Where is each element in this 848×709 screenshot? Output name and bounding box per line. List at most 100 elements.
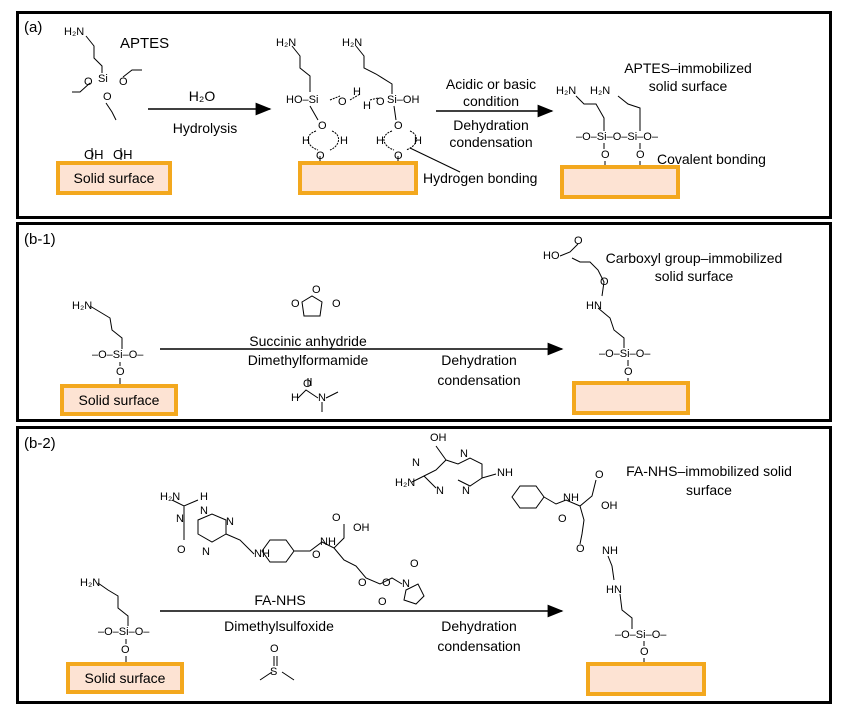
bridge-o1: O bbox=[338, 96, 347, 108]
dmso-o: O bbox=[270, 643, 279, 655]
product-a-title-2: solid surface bbox=[648, 78, 728, 94]
dmf-n: N bbox=[318, 392, 326, 404]
surface-a2-bonds bbox=[319, 156, 399, 161]
b2-arrow-bottom-1: Dehydration bbox=[441, 618, 517, 634]
fa-prod-n2: N bbox=[460, 448, 468, 460]
surface-oh-2: OH bbox=[113, 147, 133, 162]
b2-chain: –O–Si–O– bbox=[98, 626, 150, 638]
arrow2-bottom-2: condensation bbox=[449, 134, 533, 150]
anhydride-o3: O bbox=[312, 284, 321, 296]
arrow2-top-1: Acidic or basic bbox=[445, 76, 537, 92]
b1-arrow-bottom-2: condensation bbox=[437, 372, 521, 388]
fa-nhs-o-succ1: O bbox=[410, 558, 419, 570]
hydrolyzed-hosi: HO–Si bbox=[286, 94, 319, 106]
solid-surface-b2-start: Solid surface bbox=[66, 662, 184, 694]
fa-nhs-n1: N bbox=[176, 513, 184, 525]
b1-nh2: H₂N bbox=[72, 300, 93, 312]
fa-nhs-nh-amide: NH bbox=[320, 536, 336, 548]
product-a-nh2-1: H₂N bbox=[556, 85, 577, 97]
fa-nhs-benzene bbox=[261, 539, 295, 563]
hydrolyzed-nh2-left: H₂N bbox=[276, 37, 297, 49]
aptes-si: Si bbox=[98, 73, 108, 85]
hydrolyzed-bonds bbox=[291, 45, 397, 121]
arrow2-top-2: condition bbox=[462, 93, 520, 109]
b1-reagent2: Dimethylformamide bbox=[247, 352, 369, 368]
fa-nhs-linker bbox=[225, 533, 255, 555]
hydrogen-bond-rings bbox=[307, 93, 417, 151]
hydrogen-bonding-pointer bbox=[409, 147, 461, 173]
lower-o-left: O bbox=[318, 120, 327, 132]
fa-prod-benzene bbox=[511, 485, 545, 509]
product-a-bonds bbox=[575, 95, 641, 165]
b1-chain: –O–Si–O– bbox=[92, 349, 144, 361]
fa-prod-o-amide: O bbox=[558, 513, 567, 525]
b1-hn: HN bbox=[586, 300, 602, 312]
b2-arrow-bottom-2: condensation bbox=[437, 638, 521, 654]
panel-a-label: (a) bbox=[24, 19, 43, 36]
solid-surface-a1: Solid surface bbox=[56, 161, 172, 195]
b1-o-top: O bbox=[574, 235, 583, 247]
fa-nhs-n4: N bbox=[202, 546, 210, 558]
anhydride-ring bbox=[301, 295, 323, 317]
bridge-h1: H bbox=[353, 86, 361, 98]
fa-nhs-o-ester1: O bbox=[358, 577, 367, 589]
b1-product-chain: –O–Si–O– bbox=[599, 348, 651, 360]
b1-product-title-2: solid surface bbox=[654, 268, 734, 284]
fa-prod-nh2: H₂N bbox=[395, 477, 416, 489]
aptes-title: APTES bbox=[120, 35, 170, 52]
fa-prod-n1: N bbox=[412, 457, 420, 469]
solid-surface-b1-start: Solid surface bbox=[60, 384, 178, 416]
b2-o: O bbox=[121, 644, 130, 656]
solid-surface-b2-end bbox=[586, 662, 706, 696]
panel-b1-label: (b-1) bbox=[24, 231, 56, 248]
dmf-o: O bbox=[303, 378, 312, 390]
aptes-ethoxy-bonds bbox=[72, 69, 142, 121]
anhydride-o1: O bbox=[291, 298, 300, 310]
hydrolyzed-sioh: Si–OH bbox=[387, 94, 420, 106]
panel-b2 bbox=[16, 426, 832, 704]
b2-aptes-bonds bbox=[97, 582, 129, 662]
dmso-bonds bbox=[259, 656, 295, 681]
b1-product-o: O bbox=[624, 366, 633, 378]
fa-prod-n4: N bbox=[462, 485, 470, 497]
fa-prod-oh-acid: OH bbox=[601, 500, 618, 512]
fa-nhs-o: O bbox=[177, 544, 186, 556]
aptes-nh2: H₂N bbox=[64, 26, 85, 38]
fa-nhs-oh: OH bbox=[353, 522, 370, 534]
fa-prod-chain: –O–Si–O– bbox=[615, 629, 667, 641]
product-a-title-1: APTES–immobilized bbox=[624, 60, 752, 76]
b2-reagent2: Dimethylsulfoxide bbox=[224, 618, 334, 634]
solid-surface-b2-label: Solid surface bbox=[84, 670, 166, 686]
b1-product-bonds bbox=[559, 243, 629, 381]
fa-nhs-nh2: H₂N bbox=[160, 491, 181, 503]
fa-prod-hn: HN bbox=[606, 584, 622, 596]
solid-surface-b1-end bbox=[572, 381, 690, 415]
lower-h1: H bbox=[302, 135, 310, 147]
aptes-chain-bond bbox=[85, 35, 103, 73]
b2-product-title-2: surface bbox=[686, 482, 732, 498]
surface-oh-1: OH bbox=[84, 147, 104, 162]
product-a-chain: –O–Si–O–Si–O– bbox=[576, 131, 658, 143]
fa-nhs-n2: N bbox=[200, 505, 208, 517]
lower-h4: H bbox=[414, 135, 422, 147]
fa-nhs-o-succ2: O bbox=[378, 596, 387, 608]
hydrolyzed-nh2-right: H₂N bbox=[342, 37, 363, 49]
aptes-o2: O bbox=[119, 76, 128, 88]
dmf-h: H bbox=[291, 392, 299, 404]
product-a-nh2-2: H₂N bbox=[590, 85, 611, 97]
b1-aptes-bonds bbox=[89, 305, 123, 384]
dmf-bonds bbox=[297, 378, 339, 412]
fa-nhs-n-succ: N bbox=[402, 578, 410, 590]
fa-prod-tail bbox=[543, 479, 645, 662]
solid-surface-a2 bbox=[298, 161, 418, 195]
fa-prod-linker bbox=[481, 473, 497, 479]
b2-product-title-1: FA-NHS–immobilized solid bbox=[626, 463, 792, 479]
fa-nhs-pteridine bbox=[171, 499, 227, 543]
surface-a1-bonds bbox=[91, 148, 122, 160]
fa-nhs-o-ester2: O bbox=[382, 577, 391, 589]
fa-prod-o: O bbox=[640, 646, 649, 658]
product-a-o2: O bbox=[636, 149, 645, 161]
b1-product-title-1: Carboxyl group–immobilized bbox=[605, 250, 783, 266]
b1-ho: HO bbox=[543, 250, 560, 262]
